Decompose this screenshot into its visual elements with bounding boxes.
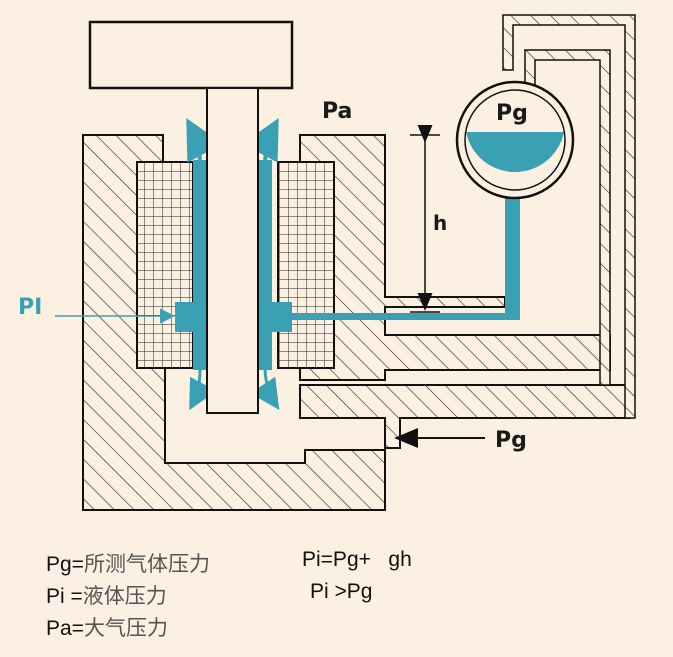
legend-symbol: Pg= [46,553,84,576]
weight-plate [88,20,294,90]
legend-pa: Pa=大气压力 [46,612,168,642]
label-pg-inlet: Pg [495,428,527,453]
liquid-in-globe [466,132,564,173]
legend-symbol: Pa= [46,617,84,640]
piston [206,87,259,414]
formula-pi-pg-gh: Pi=Pg+ gh [302,548,412,571]
label-pg-globe: Pg [496,101,528,126]
label-h: h [433,211,447,235]
label-pi: PI [18,295,42,320]
flow-arrow [250,369,280,410]
flow-arrow [242,117,279,163]
legend-desc: 液体压力 [82,585,167,608]
flow-arrow [189,369,217,411]
liner-right [277,161,335,369]
legend-pi: Pi =液体压力 [46,580,167,610]
legend-desc: 大气压力 [83,617,168,640]
legend-symbol: Pi = [46,585,83,608]
oil-film [175,140,520,370]
formula-pi-gt-pg: Pi >Pg [310,580,373,603]
label-pa: Pa [322,99,352,124]
flow-arrow [186,117,223,163]
liner-left [136,161,194,369]
legend-pg: Pg=所测气体压力 [46,548,210,578]
legend-desc: 所测气体压力 [83,553,210,576]
